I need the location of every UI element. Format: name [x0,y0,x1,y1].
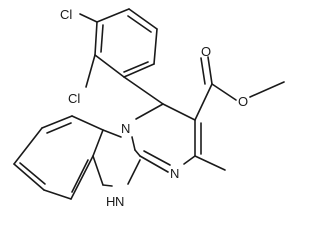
ester-oxygen-label: O [238,94,248,109]
cl-label-bottom: Cl [68,91,80,106]
nh-hydrogen-label: H [106,194,115,209]
ring-nitrogen-label-top: N [121,121,130,136]
benzimidazole-system [13,115,141,200]
structure-drawing: Cl Cl O O N N H N [13,7,285,209]
dihydropyrimidine-ring [131,103,202,173]
dichlorophenyl-ring [94,8,158,78]
nh-nitrogen-label: N [115,194,124,209]
c-cl-bond-bottom [85,54,96,88]
c-cl-bond-top [79,13,98,23]
ring-nitrogen-label-right: N [170,166,179,181]
carbonyl-oxygen-label: O [201,44,211,59]
methyl-bond [194,155,226,171]
cl-label-top: Cl [60,7,72,22]
aryl-ch-bond [123,76,164,105]
methyl-ester-group [194,56,285,121]
molecule-diagram: Cl Cl O O N N H N [13,7,285,209]
